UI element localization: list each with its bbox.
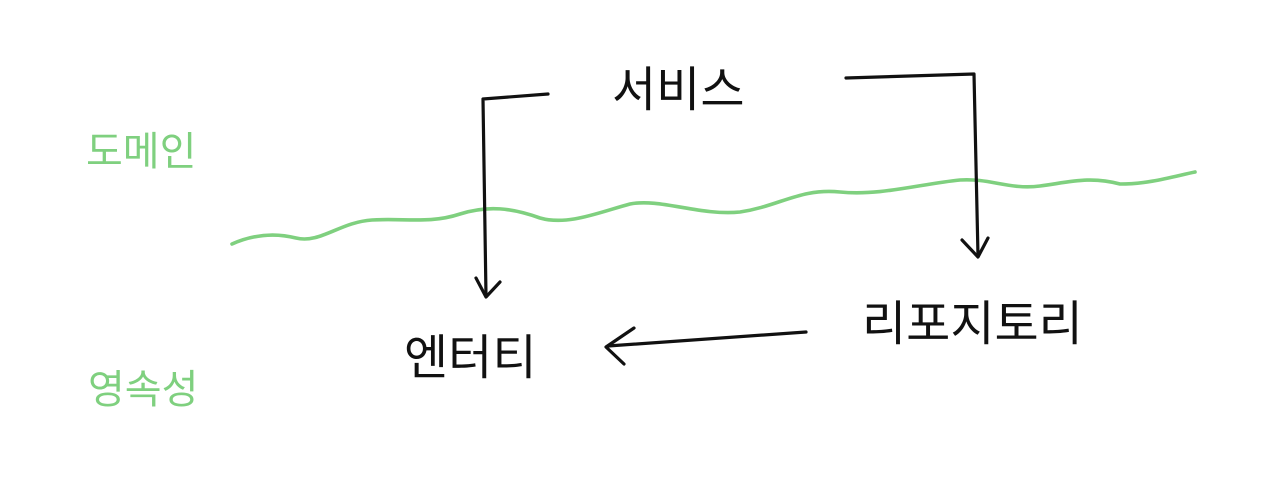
edge-service-to-entity [481, 92, 550, 298]
node-entity: 엔터티 [404, 330, 537, 386]
edge-repository-to-entity [606, 330, 808, 348]
edge-service-to-repository [844, 72, 980, 258]
node-repository: 리포지토리 [862, 296, 1083, 352]
layer-label-persistence: 영속성 [88, 367, 199, 413]
arrowhead-entity-left [604, 326, 636, 366]
node-service: 서비스 [612, 62, 745, 118]
arrowhead-entity-down [474, 276, 502, 299]
arrowhead-repository-down [960, 236, 990, 259]
layer-boundary-line [230, 170, 1197, 246]
layer-label-domain: 도메인 [86, 129, 197, 175]
